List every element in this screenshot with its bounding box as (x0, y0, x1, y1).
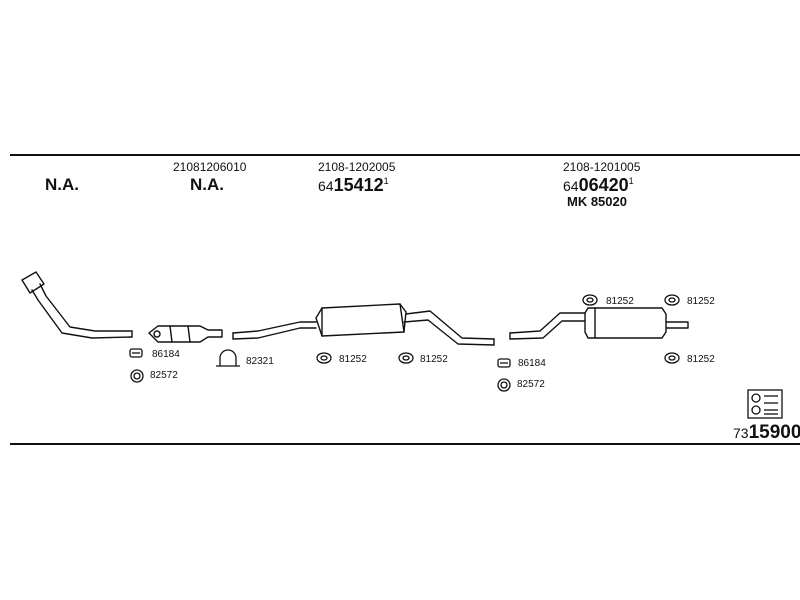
front-pipe (21, 271, 133, 339)
intermediate-pipe (232, 321, 317, 340)
clamp-icon-2 (216, 349, 240, 367)
top-divider (10, 154, 800, 156)
oem-number-2: 21081206010 (173, 160, 247, 174)
gasket-icon-1 (130, 369, 144, 383)
part-label: 82321 (246, 356, 274, 367)
oem-number-3: 2108-1202005 (318, 160, 396, 174)
part-label: 81252 (687, 354, 715, 365)
gasket-icon-2 (497, 378, 511, 392)
hanger-icon-2 (398, 352, 414, 364)
clamp-icon-3 (497, 358, 511, 368)
part-label: 81252 (339, 354, 367, 365)
part-label: 81252 (687, 296, 715, 307)
hanger-icon-1 (316, 352, 332, 364)
part-sup-4: 1 (628, 176, 634, 186)
part-number-3: 64154121 (318, 175, 389, 196)
oem-number-4: 2108-1201005 (563, 160, 641, 174)
part-prefix-4: 64 (563, 178, 579, 194)
part-main-3: 15412 (333, 175, 384, 195)
part-label: 82572 (150, 370, 178, 381)
rear-silencer (584, 307, 689, 339)
hanger-icon-4 (664, 294, 680, 306)
middle-silencer (315, 303, 495, 346)
part-prefix-3: 64 (318, 178, 334, 194)
rear-pipe (509, 312, 586, 340)
part-number-4: 64064201 (563, 175, 634, 196)
part-main-4: 06420 (578, 175, 629, 195)
part-label: 81252 (606, 296, 634, 307)
catalog-prefix: 73 (733, 425, 749, 441)
catalog-logo-icon (747, 389, 783, 419)
bottom-divider (10, 443, 800, 445)
catalog-main: 15900 (748, 422, 800, 443)
hanger-icon-5 (664, 352, 680, 364)
part-label: 86184 (518, 358, 546, 369)
na-label-2: N.A. (190, 175, 224, 194)
mk-kit-number: MK 85020 (567, 194, 627, 209)
part-label: 86184 (152, 349, 180, 360)
hanger-icon-3 (582, 294, 598, 306)
part-label: 82572 (517, 379, 545, 390)
catalyst (148, 325, 223, 343)
catalog-number: 7315900 (733, 422, 800, 444)
part-sup-3: 1 (383, 176, 389, 186)
na-label-1: N.A. (45, 175, 79, 194)
part-label: 81252 (420, 354, 448, 365)
clamp-icon-1 (129, 348, 143, 358)
